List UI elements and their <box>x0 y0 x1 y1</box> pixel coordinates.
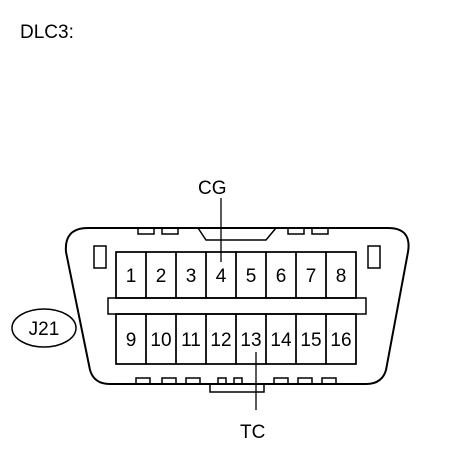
diagram-title: DLC3: <box>20 22 74 43</box>
left-slot <box>93 245 107 269</box>
pin-row-bottom: 9 10 11 12 13 14 15 16 <box>115 313 357 365</box>
pin-cell-16 <box>325 313 357 365</box>
top-notches <box>137 227 329 241</box>
pin-number-11: 11 <box>181 330 201 351</box>
pin-number-13: 13 <box>240 330 261 351</box>
label-cg: CG <box>198 178 227 199</box>
pin-number-5: 5 <box>246 266 257 287</box>
bottom-notches <box>135 377 337 393</box>
pin-number-8: 8 <box>336 266 347 287</box>
pin-number-15: 15 <box>300 330 321 351</box>
pin-number-10: 10 <box>150 330 171 351</box>
pin-number-6: 6 <box>276 266 287 287</box>
pin-number-14: 14 <box>270 330 292 351</box>
pin-number-16: 16 <box>330 330 351 351</box>
label-tc: TC <box>240 422 265 443</box>
pin-number-2: 2 <box>156 266 167 287</box>
connector-id-label: J21 <box>29 319 60 340</box>
pin-number-12: 12 <box>210 330 231 351</box>
pin-number-9: 9 <box>126 330 137 351</box>
pin-number-3: 3 <box>186 266 197 287</box>
connector-id-ellipse <box>11 308 77 348</box>
pin-number-4: 4 <box>216 266 227 287</box>
pin-number-7: 7 <box>306 266 317 287</box>
right-slot <box>367 245 381 269</box>
pin-cell-8 <box>325 251 357 299</box>
pin-number-1: 1 <box>126 266 137 287</box>
connector-housing <box>64 227 410 385</box>
center-rib <box>107 297 367 315</box>
